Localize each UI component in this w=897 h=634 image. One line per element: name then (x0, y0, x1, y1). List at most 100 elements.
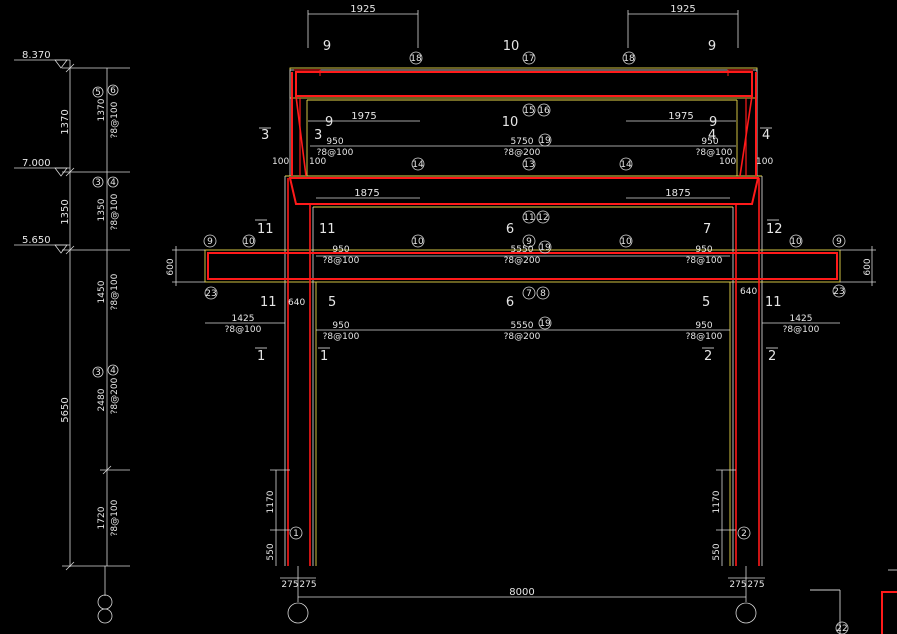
dim-5750: 5750 (511, 137, 534, 147)
dim-640-left: 640 (288, 298, 305, 308)
dim-1975-left: 1975 (351, 111, 376, 122)
seg-1370-note: ?8@100 (110, 101, 120, 138)
section-cut-mark: 4 (708, 128, 716, 143)
rebar-note: ?8@100 (686, 332, 723, 342)
adjacent-detail-fragment: 22 (810, 569, 897, 634)
dim-5550: 5550 (511, 321, 534, 331)
bar-mark: 2 (741, 529, 747, 539)
dim-100: 100 (719, 157, 736, 167)
rebar-note: ?8@100 (317, 148, 354, 158)
dim-950: 950 (695, 245, 712, 255)
bar-mark: 16 (538, 106, 550, 116)
dim-550-right: 550 (712, 543, 722, 560)
seg-1350: 1350 (97, 198, 107, 221)
dim-100: 100 (756, 157, 773, 167)
bar-mark: 12 (537, 213, 548, 223)
seg-1370: 1370 (97, 98, 107, 121)
dim-950: 950 (326, 137, 343, 147)
seg-1720: 1720 (97, 506, 107, 529)
rebar-note: ?8@100 (225, 325, 262, 335)
frame-structure (204, 67, 841, 566)
dim-550-left: 550 (266, 543, 276, 560)
section-mark: 5 (702, 295, 710, 310)
bar-mark: 10 (790, 237, 802, 247)
dim-5650: 5650 (60, 397, 71, 422)
bar-mark: 7 (526, 289, 532, 299)
bar-mark: 13 (523, 160, 534, 170)
bar-mark: 18 (410, 54, 422, 64)
seg-1350-note: ?8@100 (110, 193, 120, 230)
rebar-note: ?8@100 (323, 256, 360, 266)
section-mark: 6 (506, 222, 514, 237)
section-mark: 9 (325, 115, 333, 130)
bar-mark: 19 (539, 136, 551, 146)
axis-bubble-icon (97, 594, 113, 610)
bar-mark: 6 (110, 86, 116, 96)
dim-600-left: 600 (166, 258, 176, 275)
section-mark: 10 (503, 39, 520, 54)
dim-950: 950 (332, 321, 349, 331)
reinforcement-bars (207, 69, 838, 566)
rebar-note: ?8@200 (504, 148, 541, 158)
section-cut-mark: 3 (314, 128, 322, 143)
dim-275: 275 (747, 580, 764, 590)
bar-mark: 1 (293, 529, 299, 539)
rebar-note: ?8@100 (686, 256, 723, 266)
top-dimensions: 1925 1925 9 10 9 18 17 18 (307, 4, 739, 65)
section-mark: 10 (502, 115, 519, 130)
bar-mark: 9 (836, 237, 842, 247)
dim-100: 100 (272, 157, 289, 167)
lower-beam-annotations: 11 640 5 6 7 8 5 640 11 1425 ?8@100 1425… (205, 286, 840, 364)
elevation-label-top: 8.370 (22, 50, 51, 61)
middle-beam-annotations: 1875 1875 11 12 11 11 6 7 12 9 10 10 9 1… (166, 188, 876, 300)
rebar-note: ?8@100 (696, 148, 733, 158)
bar-mark: 14 (412, 160, 424, 170)
elevation-marker-icon (54, 59, 68, 69)
bar-mark: 9 (526, 237, 532, 247)
bar-mark: 22 (836, 624, 847, 634)
section-mark: 9 (709, 115, 717, 130)
left-elevation-ruler: 8.370 7.000 5.650 1370 1350 5650 1370 ?8… (14, 50, 130, 624)
section-mark: 9 (708, 39, 716, 54)
elevation-marker-icon (54, 244, 68, 254)
section-cut-mark: 2 (704, 349, 712, 364)
section-cut-mark: 11 (260, 295, 277, 310)
bar-mark: 19 (539, 319, 551, 329)
axis-bubble-icon (735, 602, 757, 624)
dim-5550: 5550 (511, 245, 534, 255)
bar-mark: 8 (540, 289, 546, 299)
dim-top-right: 1925 (670, 4, 695, 15)
dim-275: 275 (281, 580, 298, 590)
dim-1425-left: 1425 (232, 314, 255, 324)
seg-1720-note: ?8@100 (110, 499, 120, 536)
dim-1875-left: 1875 (354, 188, 379, 199)
dim-950: 950 (332, 245, 349, 255)
seg-1450-note: ?8@100 (110, 273, 120, 310)
axis-bubble-icon (287, 602, 309, 624)
dim-275: 275 (299, 580, 316, 590)
bar-mark: 10 (243, 237, 255, 247)
section-cut-mark: 11 (257, 222, 274, 237)
bar-mark: 18 (623, 54, 635, 64)
bar-mark: 19 (539, 243, 551, 253)
bar-mark: 3 (95, 178, 101, 188)
bar-mark: 3 (95, 368, 101, 378)
dim-640-right: 640 (740, 287, 757, 297)
axis-bubble-icon (97, 608, 113, 624)
section-cut-mark: 3 (261, 128, 269, 143)
dim-1370: 1370 (60, 109, 71, 134)
bar-mark: 4 (110, 366, 116, 376)
rebar-note: ?8@100 (323, 332, 360, 342)
section-mark: 9 (323, 39, 331, 54)
dim-8000: 8000 (509, 587, 534, 598)
dim-275: 275 (729, 580, 746, 590)
bar-mark: 10 (412, 237, 424, 247)
dim-1350: 1350 (60, 199, 71, 224)
section-cut-mark: 4 (762, 128, 770, 143)
bar-mark: 17 (523, 54, 534, 64)
rebar-note: ?8@200 (504, 332, 541, 342)
section-cut-mark: 1 (320, 349, 328, 364)
elevation-label-low: 5.650 (22, 235, 51, 246)
